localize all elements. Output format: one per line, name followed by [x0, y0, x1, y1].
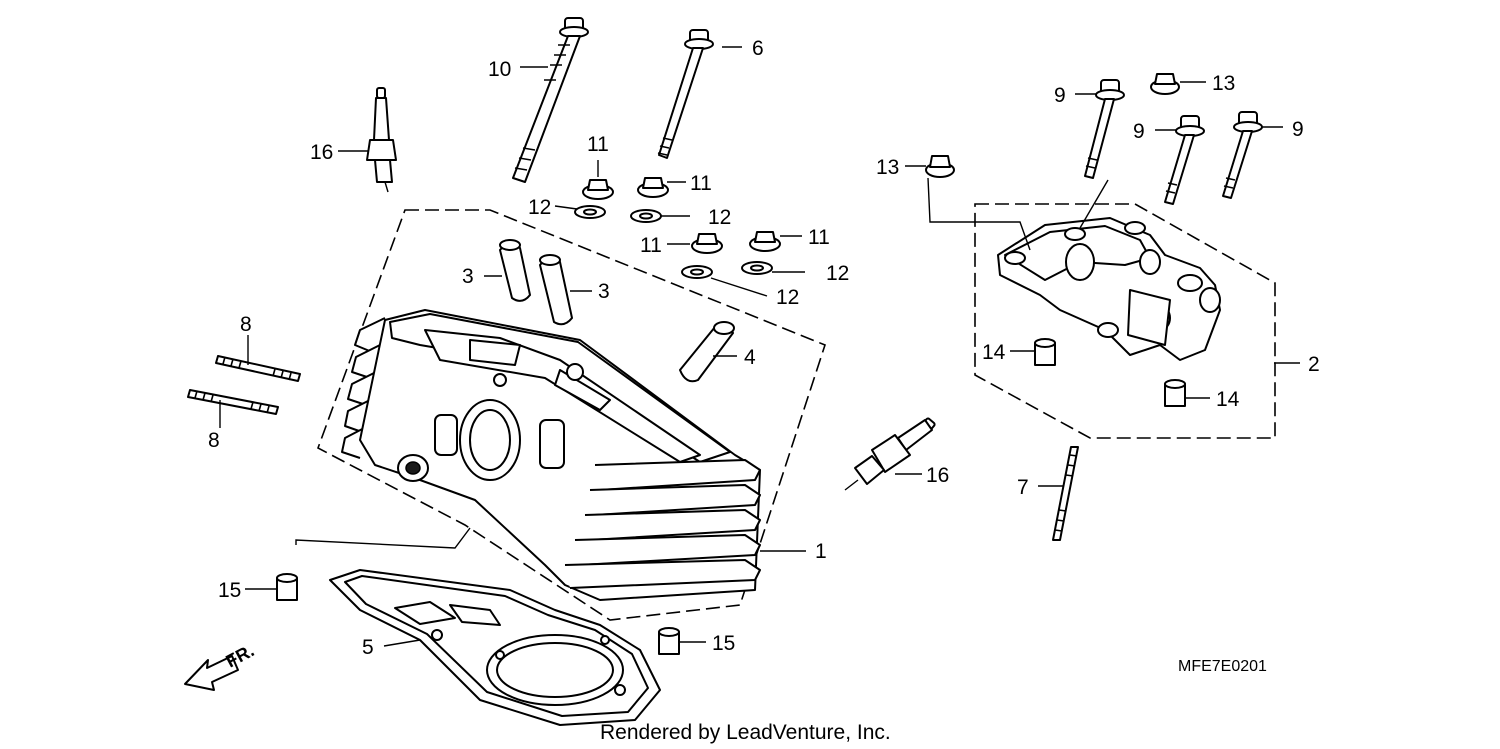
callout-12d: 12 [776, 286, 799, 309]
callout-10: 10 [488, 58, 511, 81]
washer-12-c[interactable] [681, 265, 713, 279]
flange-nut-13-left[interactable] [925, 155, 955, 178]
callout-12b: 12 [708, 206, 731, 229]
flange-bolt-9-left[interactable] [1084, 79, 1125, 179]
callout-1: 1 [815, 540, 827, 563]
dowel-pin-15-left[interactable] [276, 573, 298, 601]
front-arrow-icon [184, 655, 239, 691]
valve-guide-left[interactable] [499, 239, 531, 302]
credit-caption: Rendered by LeadVenture, Inc. [600, 721, 891, 744]
flange-bolt-9-right[interactable] [1222, 111, 1263, 199]
cylinder-head-gasket[interactable] [329, 569, 661, 726]
stud-bolt-lower[interactable] [187, 389, 279, 415]
washer-12-a[interactable] [574, 205, 606, 219]
washer-12-b[interactable] [630, 209, 662, 223]
flange-nut-13-top[interactable] [1150, 73, 1180, 95]
callout-5: 5 [362, 636, 374, 659]
front-direction-marker: FR. [184, 640, 257, 691]
valve-guide-exhaust[interactable] [679, 321, 735, 383]
callout-7: 7 [1017, 476, 1029, 499]
rocker-holder-group-outline [974, 203, 1276, 439]
cap-nut-11-a[interactable] [582, 179, 614, 200]
stud-bolt-upper[interactable] [215, 355, 301, 382]
callout-13a: 13 [1212, 72, 1235, 95]
callout-8b: 8 [208, 429, 220, 452]
cap-nut-11-d[interactable] [749, 231, 781, 252]
callout-9c: 9 [1292, 118, 1304, 141]
callout-16b: 16 [926, 464, 949, 487]
dowel-pin-14-right[interactable] [1164, 379, 1186, 407]
callout-11b: 11 [690, 172, 712, 195]
dowel-pin-14-left[interactable] [1034, 338, 1056, 366]
callout-6: 6 [752, 37, 764, 60]
callout-labels: 1 2 3 3 4 5 6 7 8 8 9 9 9 10 11 11 11 11… [208, 37, 1320, 659]
callout-15b: 15 [712, 632, 735, 655]
callout-3a: 3 [462, 265, 474, 288]
callout-8a: 8 [240, 313, 252, 336]
callout-4: 4 [744, 346, 756, 369]
diagram-code: MFE7E0201 [1178, 658, 1267, 675]
cap-nut-11-c[interactable] [691, 233, 723, 254]
callout-11d: 11 [808, 226, 830, 249]
callout-12a: 12 [528, 196, 551, 219]
cylinder-head[interactable] [341, 309, 761, 601]
callout-9b: 9 [1133, 120, 1145, 143]
washer-12-d[interactable] [741, 261, 773, 275]
dowel-pin-15-right[interactable] [658, 627, 680, 655]
cylinder-head-fins-right [564, 459, 761, 589]
leader-lines [219, 46, 1300, 647]
flange-bolt-9-middle[interactable] [1164, 115, 1205, 205]
cylinder-head-group-outline [317, 209, 826, 621]
rocker-arm-holder[interactable] [997, 217, 1221, 361]
callout-16a: 16 [310, 141, 333, 164]
callout-2: 2 [1308, 353, 1320, 376]
callout-11c: 11 [640, 234, 662, 257]
callout-9a: 9 [1054, 84, 1066, 107]
cylinder-head-bolt[interactable] [657, 29, 714, 159]
cap-nut-11-b[interactable] [637, 177, 669, 198]
callout-15a: 15 [218, 579, 241, 602]
callout-14a: 14 [982, 341, 1006, 364]
spark-plug-lower[interactable] [844, 417, 936, 491]
callout-13b: 13 [876, 156, 899, 179]
callout-3b: 3 [598, 280, 610, 303]
spark-plug-upper[interactable] [366, 87, 397, 193]
cylinder-head-bolt-long[interactable] [512, 17, 589, 183]
stud-bolt-rocker[interactable] [1052, 446, 1079, 541]
valve-guide-right[interactable] [539, 254, 573, 326]
callout-11a: 11 [587, 133, 609, 156]
callout-12c: 12 [826, 262, 849, 285]
callout-14b: 14 [1216, 388, 1240, 411]
